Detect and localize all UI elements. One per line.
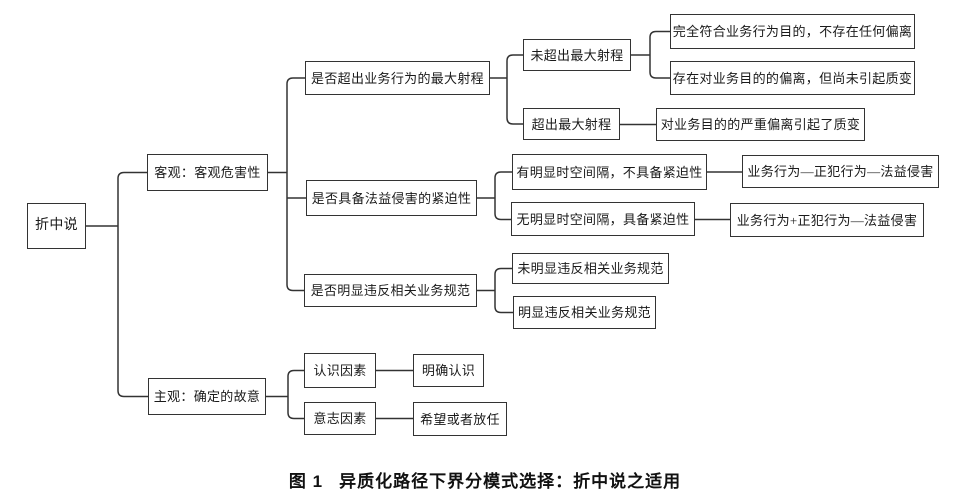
node-norm-violated: 明显违反相关业务规范 xyxy=(513,296,656,329)
node-question-max-range: 是否超出业务行为的最大射程 xyxy=(305,61,490,95)
connector-range-branch xyxy=(490,54,523,125)
connector-subjective-branch xyxy=(266,369,304,420)
node-gap-no: 无明显时空间隔，具备紧迫性 xyxy=(511,202,695,236)
node-cognition-factor: 认识因素 xyxy=(304,353,376,388)
node-objective: 客观：客观危害性 xyxy=(147,154,268,191)
node-gap-yes: 有明显时空间隔，不具备紧迫性 xyxy=(512,154,707,190)
node-not-exceed-range: 未超出最大射程 xyxy=(523,39,631,71)
connector-norm-branch xyxy=(477,267,513,314)
node-clear-cognition: 明确认识 xyxy=(413,354,484,387)
node-hope-or-acquiesce: 希望或者放任 xyxy=(413,402,507,436)
node-norm-not-violated: 未明显违反相关业务规范 xyxy=(512,253,669,284)
node-exceed-range: 超出最大射程 xyxy=(523,108,620,140)
node-deviation-no-change: 存在对业务目的的偏离，但尚未引起质变 xyxy=(670,61,915,95)
figure-caption-title: 异质化路径下界分模式选择：折中说之适用 xyxy=(339,472,682,491)
figure-caption-label: 图 1 xyxy=(288,472,324,491)
figure-caption: 图 1 异质化路径下界分模式选择：折中说之适用 xyxy=(0,467,970,492)
connector-notexceed-branch xyxy=(631,30,670,79)
node-chain-joint: 业务行为+正犯行为—法益侵害 xyxy=(730,203,924,237)
node-full-comply: 完全符合业务行为目的，不存在任何偏离 xyxy=(670,14,915,49)
node-subjective: 主观：确定的故意 xyxy=(148,378,266,415)
node-serious-deviation: 对业务目的的严重偏离引起了质变 xyxy=(656,108,865,141)
node-volition-factor: 意志因素 xyxy=(304,402,376,435)
node-root: 折中说 xyxy=(27,203,86,249)
node-question-norm-violation: 是否明显违反相关业务规范 xyxy=(304,274,477,307)
connector-root-branch xyxy=(86,171,148,398)
node-question-urgency: 是否具备法益侵害的紧迫性 xyxy=(306,180,477,216)
node-chain-separate: 业务行为—正犯行为—法益侵害 xyxy=(742,155,939,188)
connector-objective-branch xyxy=(268,77,306,292)
connector-urgency-branch xyxy=(477,171,512,221)
